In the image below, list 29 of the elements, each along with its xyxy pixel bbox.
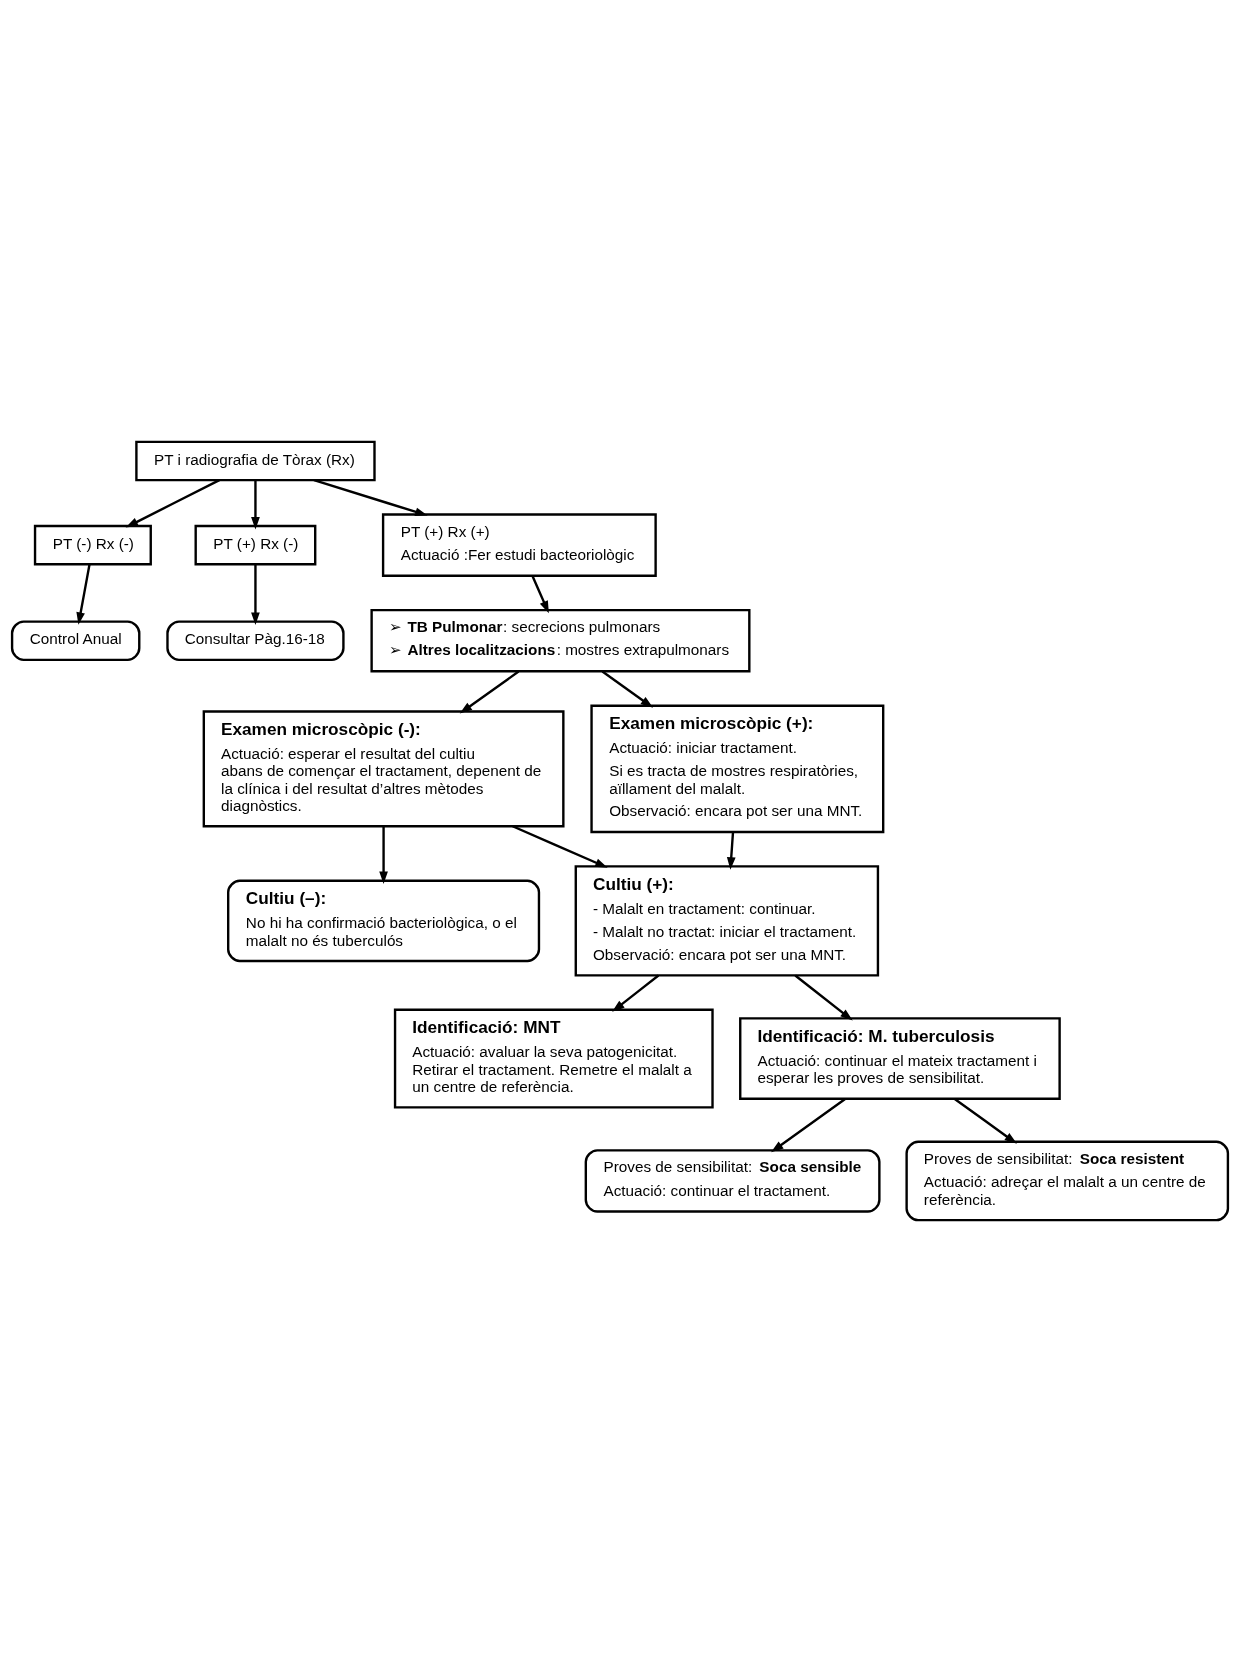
node-box: Consultar Pàg.16-18 (166, 619, 345, 661)
arrow (512, 824, 608, 868)
node-box: Examen microscòpic (+): Actuació: iniciar tractament. Si es tracta de mostres respiratòries, aïllament del malalt. Observació: encara pot ser una MNT. (590, 704, 885, 833)
arrow (794, 974, 853, 1021)
node-box: PT (-) Rx (-) (33, 524, 152, 565)
arrow (612, 974, 660, 1012)
arrow (251, 479, 260, 530)
node-box: Control Anual (10, 619, 141, 661)
arrow (76, 563, 91, 625)
node-box: PT (+) Rx (+) Actuació :Fer estudi bacteoriològic (381, 512, 657, 577)
node-box: Examen microscòpic (-): Actuació: esperar el resultat del cultiu abans de començar el tractament, depenent de la clínica i del resultat d’altres mètodes diagnòstics. (202, 709, 565, 827)
node-box: PT i radiografia de Tòrax (Rx) (135, 440, 376, 481)
arrow (313, 478, 428, 516)
node-box: Proves de sensibilitat: Soca sensible Actuació: continuar el tractament. (584, 1148, 881, 1213)
arrow (531, 574, 549, 613)
arrow (251, 564, 260, 625)
node-box: ➢ TB Pulmonar: secrecions pulmonars ➢ Altres localitzacions: mostres extrapulmonars (370, 608, 751, 672)
node-box: Identificació: M. tuberculosis Actuació: continuar el mateix tractament i esperar les proves de sensibilitat. (739, 1016, 1061, 1100)
arrow (771, 1097, 846, 1152)
node-box: Cultiu (–): No hi ha confirmació bacteriològica, o el malalt no és tuberculós (227, 879, 541, 962)
node-box: PT (+) Rx (-) (194, 524, 317, 565)
arrow (726, 831, 736, 870)
arrow (125, 478, 220, 528)
node-box: Identificació: MNT Actuació: avaluar la seva patogenicitat. Retirar el tractament. Remetre el malalt a un centre de referència. (393, 1008, 714, 1109)
arrow (954, 1097, 1017, 1144)
node-box: Cultiu (+): - Malalt en tractament: continuar. - Malalt no tractat: iniciar el tractament. Observació: encara pot ser una MNT. (574, 864, 880, 977)
node-box: Proves de sensibilitat: Soca resistent Actuació: adreçar el malalt a un centre de referència. (905, 1140, 1230, 1221)
arrow (379, 826, 388, 884)
arrow (459, 670, 520, 714)
